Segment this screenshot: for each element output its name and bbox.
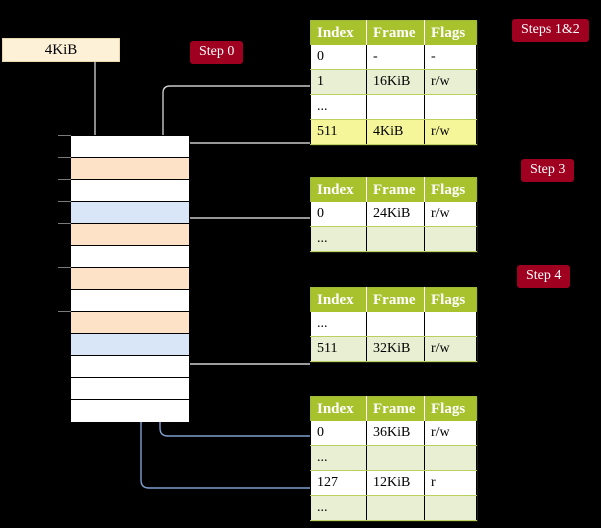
cell-index: ...: [310, 445, 367, 471]
cell-flags: r/w: [424, 336, 477, 362]
cell-flags: [424, 94, 477, 120]
wire-step3: [177, 217, 310, 259]
column-header-flags: Flags: [424, 20, 477, 45]
cell-frame: [366, 226, 425, 252]
column-header-frame: Frame: [366, 287, 425, 312]
badge-steps-1-2: Steps 1&2: [512, 19, 589, 42]
table-row: ...: [310, 94, 477, 120]
cell-frame: [366, 312, 425, 337]
memory-frame-row: [71, 400, 189, 422]
cell-frame: 32KiB: [366, 336, 425, 362]
memory-tick: [58, 223, 71, 224]
cell-flags: [424, 226, 477, 252]
memory-tick: [58, 267, 71, 268]
table-row: ...: [310, 495, 477, 521]
cell-flags: [424, 495, 477, 521]
column-header-flags: Flags: [424, 396, 477, 421]
column-header-index: Index: [310, 396, 367, 421]
cell-flags: r/w: [424, 69, 477, 95]
cell-frame: [366, 94, 425, 120]
memory-tick: [58, 135, 71, 136]
memory-tick: [58, 157, 71, 158]
cell-flags: [424, 312, 477, 337]
memory-frame-row: [71, 202, 189, 224]
column-header-frame: Frame: [366, 396, 425, 421]
cell-index: 127: [310, 470, 367, 496]
memory-frame-row: [71, 180, 189, 202]
cell-index: ...: [310, 312, 367, 337]
cell-frame: -: [366, 45, 425, 70]
column-header-frame: Frame: [366, 20, 425, 45]
memory-frame-row: [71, 268, 189, 290]
cell-index: 0: [310, 45, 367, 70]
cell-index: 0: [310, 202, 367, 227]
wire-step1: [162, 85, 310, 144]
badge-step-0: Step 0: [190, 41, 244, 64]
cell-index: 1: [310, 69, 367, 95]
table-row: ...: [310, 226, 477, 252]
table-row: ...: [310, 445, 477, 471]
cell-frame: 12KiB: [366, 470, 425, 496]
cell-flags: r/w: [424, 202, 477, 227]
physical-memory-column: [70, 135, 190, 422]
badge-step-3: Step 3: [521, 159, 575, 182]
wire-step4: [171, 301, 310, 365]
cell-flags: r/w: [424, 119, 477, 145]
memory-frame-row: [71, 158, 189, 180]
badge-step-4: Step 4: [517, 265, 571, 288]
memory-frame-row: [71, 312, 189, 334]
wire-step2: [177, 142, 310, 192]
memory-tick: [58, 201, 71, 202]
memory-frame-row: [71, 378, 189, 400]
source-frame-box: 4KiB: [2, 38, 120, 62]
cell-flags: r: [424, 470, 477, 496]
memory-frame-row: [71, 334, 189, 356]
memory-frame-row: [71, 224, 189, 246]
source-frame-label: 4KiB: [44, 42, 78, 58]
cell-flags: -: [424, 45, 477, 70]
memory-tick: [58, 179, 71, 180]
cell-index: ...: [310, 226, 367, 252]
cell-index: 511: [310, 336, 367, 362]
cell-index: 0: [310, 421, 367, 446]
column-header-frame: Frame: [366, 177, 425, 202]
cell-index: 511: [310, 119, 367, 145]
cell-index: ...: [310, 94, 367, 120]
cell-frame: 16KiB: [366, 69, 425, 95]
cell-frame: 4KiB: [366, 119, 425, 145]
memory-frame-row: [71, 136, 189, 158]
cell-frame: 24KiB: [366, 202, 425, 227]
column-header-flags: Flags: [424, 177, 477, 202]
table-row: ...: [310, 312, 477, 337]
column-header-index: Index: [310, 20, 367, 45]
column-header-index: Index: [310, 177, 367, 202]
memory-frame-row: [71, 356, 189, 378]
memory-tick: [58, 311, 71, 312]
cell-frame: [366, 445, 425, 471]
cell-frame: [366, 495, 425, 521]
cell-index: ...: [310, 495, 367, 521]
column-header-flags: Flags: [424, 287, 477, 312]
memory-frame-row: [71, 290, 189, 312]
memory-frame-row: [71, 246, 189, 268]
cell-flags: [424, 445, 477, 471]
cell-frame: 36KiB: [366, 421, 425, 446]
table-row: 0--: [310, 45, 477, 70]
cell-flags: r/w: [424, 421, 477, 446]
column-header-index: Index: [310, 287, 367, 312]
